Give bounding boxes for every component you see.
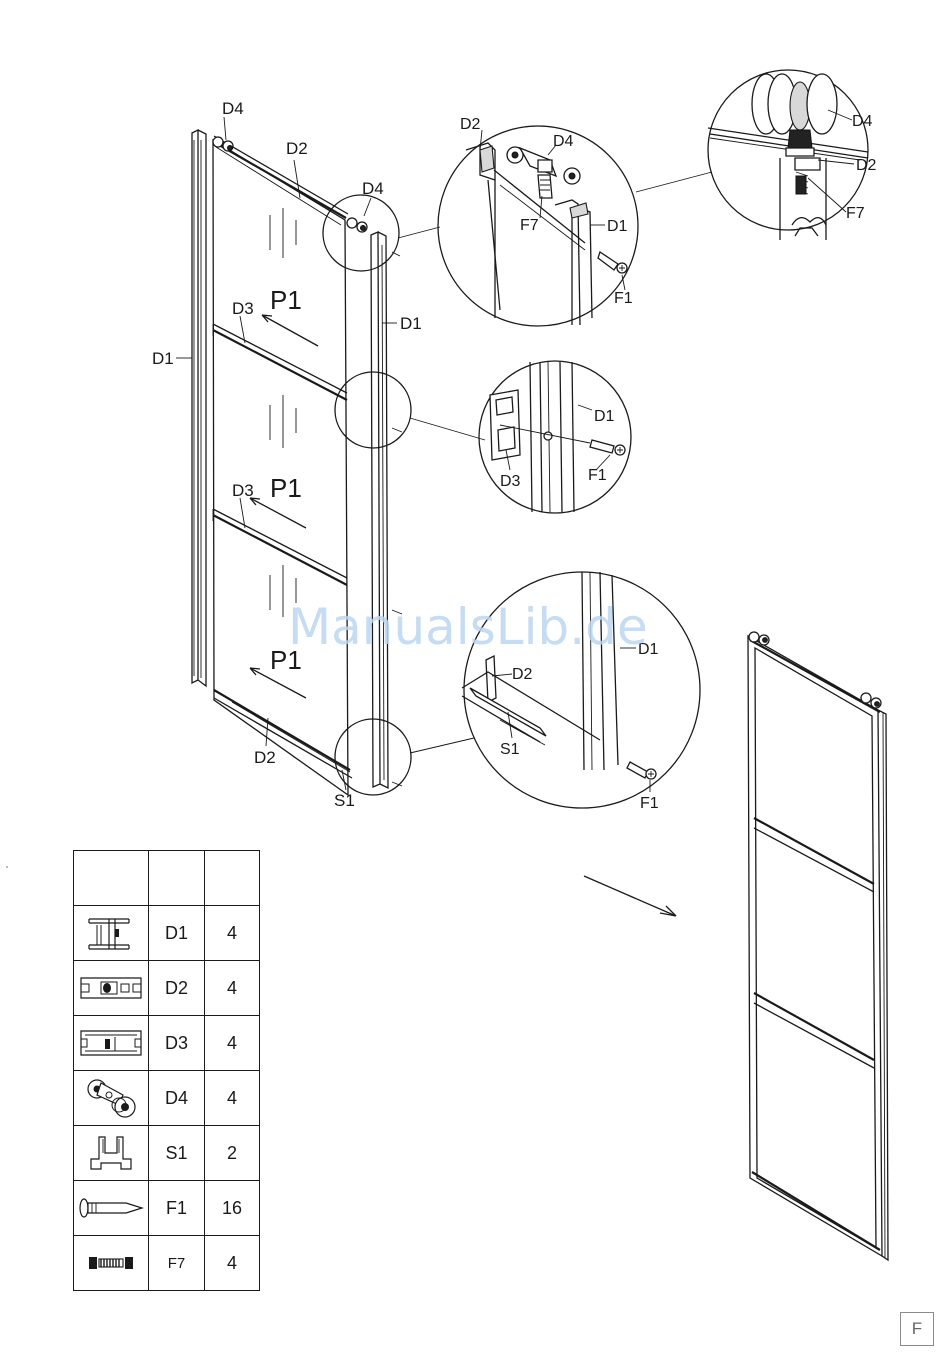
- detail2-label-d2: D2: [856, 157, 877, 174]
- profile-d1-icon: [79, 911, 143, 955]
- detail4-label-d2: D2: [512, 666, 533, 683]
- screw-f1-icon: [76, 1193, 146, 1223]
- detail2-label-d4: D4: [852, 113, 873, 130]
- part-code: D4: [149, 1071, 205, 1126]
- label-d3-upper: D3: [232, 299, 254, 318]
- part-code: F1: [149, 1181, 205, 1236]
- detail-middle-joint: [410, 361, 631, 513]
- parts-table-header-icon-cell: [74, 851, 149, 906]
- parts-table-header-qty-cell: [205, 851, 260, 906]
- label-s1-main: S1: [334, 791, 355, 810]
- label-p1-middle: P1: [270, 473, 302, 503]
- profile-d3-icon: [77, 1023, 145, 1063]
- roller-d4-icon: [79, 1075, 143, 1121]
- detail3-label-d1: D1: [594, 408, 615, 425]
- label-d4-top: D4: [222, 99, 244, 118]
- part-code: F7: [149, 1236, 205, 1291]
- detail1-label-f7: F7: [520, 217, 539, 234]
- part-qty: 4: [205, 1016, 260, 1071]
- parts-row-s1: S1 2: [74, 1126, 260, 1181]
- label-d3-lower: D3: [232, 481, 254, 500]
- detail3-label-f1: F1: [588, 467, 607, 484]
- parts-row-d2: D2 4: [74, 961, 260, 1016]
- part-code: D1: [149, 906, 205, 961]
- label-p1-upper: P1: [270, 285, 302, 315]
- detail-roller-closeup: [636, 70, 868, 240]
- part-qty: 4: [205, 1071, 260, 1126]
- detail2-label-f7: F7: [846, 205, 865, 222]
- detail4-label-s1: S1: [500, 741, 520, 758]
- parts-row-f7: F7 4: [74, 1236, 260, 1291]
- parts-row-d3: D3 4: [74, 1016, 260, 1071]
- parts-row-f1: F1 16: [74, 1181, 260, 1236]
- label-d1-right: D1: [400, 314, 422, 333]
- detail1-label-d4: D4: [553, 133, 574, 150]
- parts-table-header-row: [74, 851, 260, 906]
- detail-top-corner: [398, 126, 638, 326]
- detail3-label-d3: D3: [500, 473, 521, 490]
- part-qty: 16: [205, 1181, 260, 1236]
- part-code: D2: [149, 961, 205, 1016]
- part-qty: 4: [205, 906, 260, 961]
- detail1-label-f1: F1: [614, 290, 633, 307]
- profile-d2-icon: [77, 968, 145, 1008]
- detail1-label-d2: D2: [460, 116, 481, 133]
- detail1-label-d1: D1: [607, 218, 628, 235]
- parts-table-header-code-cell: [149, 851, 205, 906]
- label-d4-right: D4: [362, 179, 384, 198]
- detail4-label-f1: F1: [640, 795, 659, 812]
- stray-mark: [6, 866, 8, 868]
- label-d1-left: D1: [152, 349, 174, 368]
- parts-row-d1: D1 4: [74, 906, 260, 961]
- parts-table: D1 4 D2 4 D3 4: [73, 850, 260, 1291]
- part-code: S1: [149, 1126, 205, 1181]
- parts-row-d4: D4 4: [74, 1071, 260, 1126]
- exploded-door-view: [176, 117, 411, 795]
- label-d2-bottom: D2: [254, 748, 276, 767]
- label-d2-top: D2: [286, 139, 308, 158]
- assembled-door: [584, 632, 888, 1260]
- part-qty: 4: [205, 961, 260, 1016]
- bolt-f7-icon: [81, 1248, 141, 1278]
- guide-s1-icon: [81, 1131, 141, 1175]
- part-qty: 2: [205, 1126, 260, 1181]
- part-qty: 4: [205, 1236, 260, 1291]
- watermark: ManualsLib.de: [288, 598, 648, 656]
- part-code: D3: [149, 1016, 205, 1071]
- page-letter-badge: F: [900, 1312, 934, 1346]
